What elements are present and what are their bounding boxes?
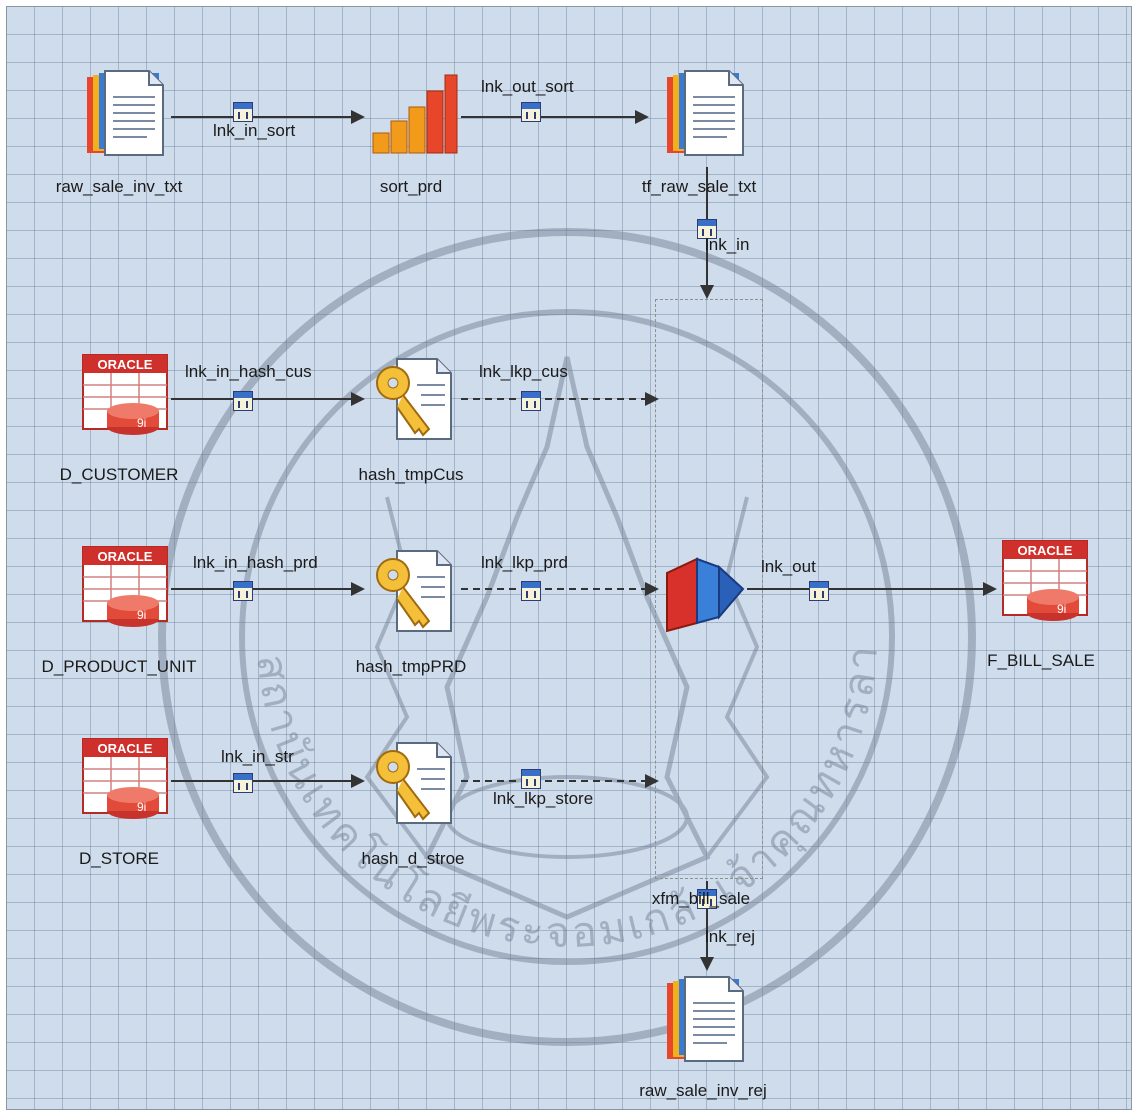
sequential-file-icon <box>657 67 753 163</box>
stage-label-xfm-bill-sale: xfm_bill_sale <box>652 889 750 909</box>
link-icon[interactable] <box>521 769 541 789</box>
stage-tf-raw-sale-txt[interactable] <box>657 67 753 163</box>
link-label-lnk-rej: lnk_rej <box>705 927 755 947</box>
link-icon[interactable] <box>521 102 541 122</box>
svg-text:9i: 9i <box>137 608 146 622</box>
sequential-file-icon <box>77 67 173 163</box>
hashed-file-icon <box>367 543 463 639</box>
stage-label-hash-tmpcus: hash_tmpCus <box>359 465 464 485</box>
link-icon[interactable] <box>521 391 541 411</box>
oracle-database-icon: ORACLE 9i <box>997 537 1093 633</box>
link-label-lnk-in: lnk_in <box>705 235 749 255</box>
link-label-lnk-in-str: lnk_in_str <box>221 747 294 767</box>
link-layer <box>7 7 1132 1110</box>
stage-label-d-store: D_STORE <box>79 849 159 869</box>
hashed-file-icon <box>367 351 463 447</box>
stage-hash-tmpprd[interactable] <box>367 543 463 639</box>
stage-label-raw-sale-inv-txt: raw_sale_inv_txt <box>56 177 183 197</box>
stage-f-bill-sale[interactable]: ORACLE 9i <box>997 537 1093 633</box>
svg-text:9i: 9i <box>137 416 146 430</box>
stage-label-sort-prd: sort_prd <box>380 177 442 197</box>
stage-hash-d-stroe[interactable] <box>367 735 463 831</box>
svg-text:ORACLE: ORACLE <box>98 549 153 564</box>
transformer-icon <box>657 543 753 639</box>
link-icon[interactable] <box>233 391 253 411</box>
job-design-canvas[interactable]: สถาบันเทคโนโลยีพระจอมเกล้าเจ้าคุณทหารลาด… <box>6 6 1132 1110</box>
link-icon[interactable] <box>233 581 253 601</box>
svg-text:ORACLE: ORACLE <box>98 357 153 372</box>
hashed-file-icon <box>367 735 463 831</box>
link-icon[interactable] <box>521 581 541 601</box>
stage-label-tf-raw-sale-txt: tf_raw_sale_txt <box>642 177 756 197</box>
svg-text:9i: 9i <box>137 800 146 814</box>
link-label-lnk-in-hash-prd: lnk_in_hash_prd <box>193 553 318 573</box>
link-icon[interactable] <box>233 102 253 122</box>
oracle-database-icon: ORACLE 9i <box>77 351 173 447</box>
link-label-lnk-in-sort: lnk_in_sort <box>213 121 295 141</box>
stage-d-store[interactable]: ORACLE 9i <box>77 735 173 831</box>
stage-raw-sale-inv-rej[interactable] <box>657 973 753 1069</box>
svg-text:ORACLE: ORACLE <box>98 741 153 756</box>
link-label-lnk-out-sort: lnk_out_sort <box>481 77 574 97</box>
link-label-lnk-lkp-prd: lnk_lkp_prd <box>481 553 568 573</box>
stage-label-f-bill-sale: F_BILL_SALE <box>987 651 1095 671</box>
link-label-lnk-out: lnk_out <box>761 557 816 577</box>
stage-label-hash-tmpprd: hash_tmpPRD <box>356 657 467 677</box>
stage-d-customer[interactable]: ORACLE 9i <box>77 351 173 447</box>
stage-hash-tmpcus[interactable] <box>367 351 463 447</box>
stage-label-hash-d-stroe: hash_d_stroe <box>361 849 464 869</box>
stage-label-d-customer: D_CUSTOMER <box>60 465 179 485</box>
link-icon[interactable] <box>233 773 253 793</box>
link-label-lnk-in-hash-cus: lnk_in_hash_cus <box>185 362 312 382</box>
stage-d-product-unit[interactable]: ORACLE 9i <box>77 543 173 639</box>
oracle-database-icon: ORACLE 9i <box>77 735 173 831</box>
link-icon[interactable] <box>809 581 829 601</box>
svg-text:9i: 9i <box>1057 602 1066 616</box>
stage-label-raw-sale-inv-rej: raw_sale_inv_rej <box>639 1081 767 1101</box>
stage-label-d-product-unit: D_PRODUCT_UNIT <box>42 657 197 677</box>
oracle-database-icon: ORACLE 9i <box>77 543 173 639</box>
sort-stage-icon <box>365 67 461 163</box>
sequential-file-icon <box>657 973 753 1069</box>
stage-raw-sale-inv-txt[interactable] <box>77 67 173 163</box>
stage-sort-prd[interactable] <box>365 67 461 163</box>
svg-text:ORACLE: ORACLE <box>1018 543 1073 558</box>
link-label-lnk-lkp-cus: lnk_lkp_cus <box>479 362 568 382</box>
stage-xfm-bill-sale[interactable] <box>657 543 753 639</box>
link-label-lnk-lkp-store: lnk_lkp_store <box>493 789 593 809</box>
